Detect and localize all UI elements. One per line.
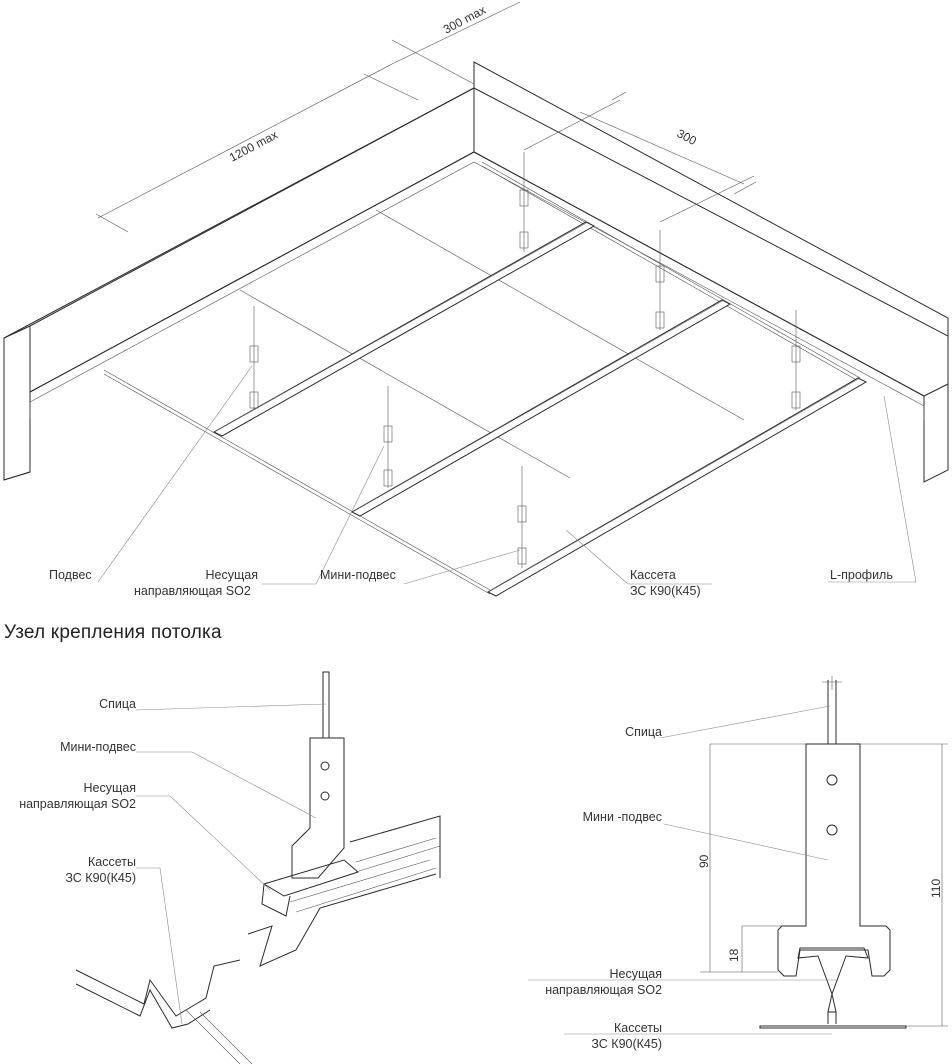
detail-right-drawing bbox=[759, 676, 907, 1029]
detail-right-leaders bbox=[528, 705, 836, 1035]
label-nesushchaya-line1: Несущая bbox=[205, 568, 258, 582]
detail-right-nesushchaya-line2: направляющая SO2 bbox=[545, 983, 662, 997]
overview-dimension-lines bbox=[95, 1, 757, 233]
cross-tees bbox=[103, 161, 861, 595]
room-walls bbox=[3, 61, 949, 483]
dimension-300: 300 bbox=[675, 126, 700, 148]
label-kasseta-line1: Кассета bbox=[630, 568, 676, 582]
section-title: Узел крепления потолка bbox=[4, 622, 222, 643]
detail-right-nesushchaya-line1: Несущая bbox=[609, 967, 662, 981]
overview-leader-lines bbox=[97, 365, 917, 585]
carrier-rails bbox=[212, 221, 868, 597]
label-podves: Подвес bbox=[49, 568, 92, 582]
label-l-profil: L-профиль bbox=[830, 568, 893, 582]
dimension-110: 110 bbox=[929, 879, 943, 898]
hangers bbox=[249, 152, 801, 568]
detail-left-nesushchaya-line2: направляющая SO2 bbox=[19, 797, 136, 811]
detail-left-spitsa: Спица bbox=[99, 697, 136, 711]
label-kasseta-line2: ЗС К90(К45) bbox=[630, 584, 701, 598]
l-profile-perimeter bbox=[29, 151, 925, 420]
dimension-90: 90 bbox=[697, 854, 711, 868]
detail-right-dimensions bbox=[700, 743, 948, 1027]
detail-left-drawing bbox=[75, 671, 441, 1064]
dimension-300max: 300 max bbox=[441, 3, 488, 37]
detail-left-mini-podves: Мини-подвес bbox=[60, 740, 136, 754]
detail-right-mini-podves: Мини -подвес bbox=[582, 810, 662, 824]
detail-left-kassety-line1: Кассеты bbox=[88, 855, 136, 869]
label-mini-podves: Мини-подвес bbox=[320, 568, 396, 582]
detail-left-kassety-line2: ЗС К90(К45) bbox=[65, 871, 136, 885]
detail-left-leaders bbox=[135, 703, 327, 1025]
detail-right-kassety-line2: ЗС К90(К45) bbox=[591, 1037, 662, 1051]
dimension-18: 18 bbox=[727, 948, 741, 962]
detail-left-nesushchaya-line1: Несущая bbox=[83, 781, 136, 795]
detail-right-spitsa: Спица bbox=[625, 725, 662, 739]
label-nesushchaya-line2: направляющая SO2 bbox=[134, 584, 251, 598]
detail-right-kassety-line1: Кассеты bbox=[614, 1021, 662, 1035]
